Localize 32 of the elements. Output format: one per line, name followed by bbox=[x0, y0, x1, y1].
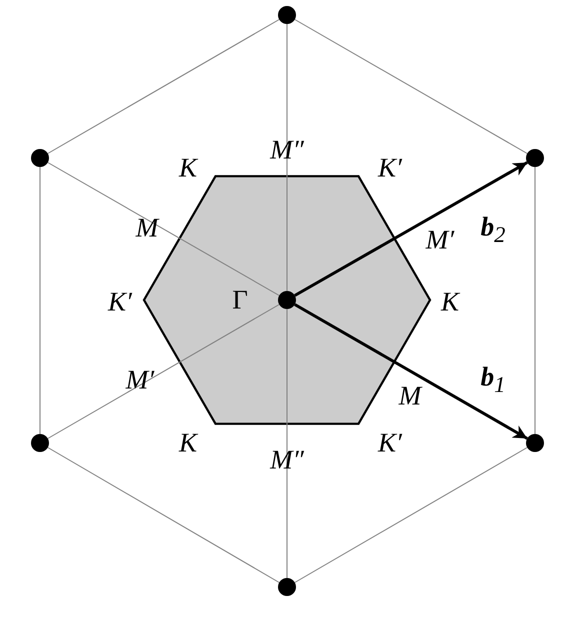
symmetry-point-label: M″ bbox=[270, 446, 304, 474]
arrow bbox=[294, 161, 528, 297]
lattice-point bbox=[278, 6, 296, 24]
line bbox=[47, 162, 280, 296]
lattice-point bbox=[526, 434, 544, 452]
symmetry-point-label: K′ bbox=[378, 430, 402, 456]
symmetry-point-label: K′ bbox=[378, 154, 402, 182]
symmetry-point-label: K bbox=[179, 430, 197, 456]
symmetry-point-label: K bbox=[179, 154, 197, 182]
line bbox=[47, 19, 280, 154]
symmetry-point-label: K′ bbox=[108, 288, 132, 316]
lattice-point bbox=[31, 434, 49, 452]
line bbox=[47, 304, 280, 439]
symmetry-point-label: M′ bbox=[126, 366, 154, 394]
line bbox=[294, 19, 528, 154]
lattice-point bbox=[526, 149, 544, 167]
symmetry-point-label: K bbox=[441, 288, 459, 316]
line bbox=[286, 24, 288, 292]
line bbox=[286, 308, 288, 578]
lattice-point bbox=[278, 578, 296, 596]
symmetry-point-label: M bbox=[136, 214, 158, 242]
lattice-point bbox=[31, 149, 49, 167]
symmetry-point-label: M′ bbox=[426, 226, 454, 254]
arrow bbox=[294, 303, 528, 440]
symmetry-point-label: M bbox=[398, 382, 422, 410]
line bbox=[534, 166, 536, 434]
vector-label: b$_{2}$ bbox=[480, 214, 506, 246]
symmetry-point-label: M″ bbox=[270, 136, 304, 164]
line bbox=[47, 447, 280, 583]
vector-label: b$_{1}$ bbox=[480, 364, 506, 396]
point-label: Γ bbox=[232, 286, 248, 314]
line bbox=[294, 447, 528, 583]
